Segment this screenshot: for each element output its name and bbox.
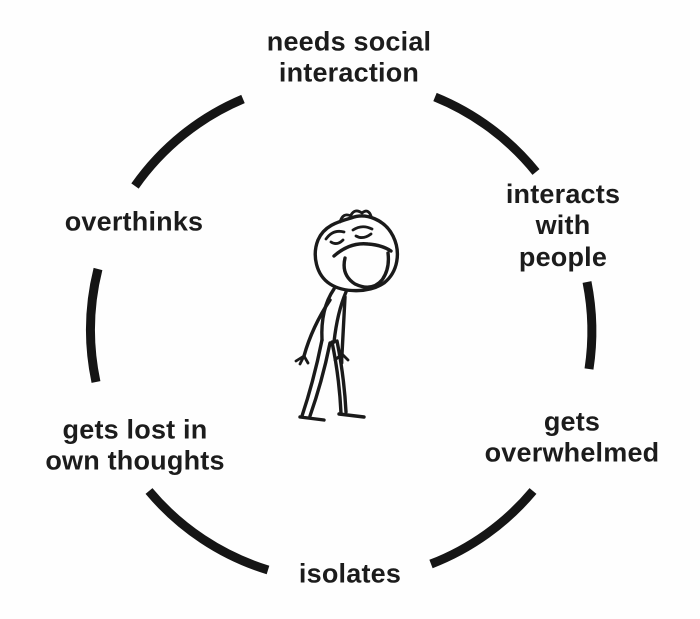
figure-head bbox=[313, 214, 400, 293]
cycle-label-gets-lost-in-own-thoughts: gets lost in own thoughts bbox=[45, 414, 225, 476]
cycle-arc-lower-left bbox=[145, 488, 270, 575]
figure-mouth bbox=[332, 242, 393, 289]
cycle-label-needs-social-interaction: needs social interaction bbox=[266, 26, 432, 88]
figure-left-hand bbox=[294, 354, 310, 366]
figure-right-arm bbox=[340, 295, 347, 356]
figure-left-foot bbox=[298, 415, 326, 422]
figure-right-foot bbox=[337, 412, 366, 419]
stick-figure bbox=[294, 209, 400, 422]
cycle-label-isolates: isolates bbox=[298, 558, 402, 589]
cycle-arc-left bbox=[86, 267, 103, 383]
figure-left-arm bbox=[302, 298, 332, 358]
cycle-arc-right bbox=[582, 281, 597, 370]
cycle-label-gets-overwhelmed: gets overwhelmed bbox=[484, 406, 660, 468]
cycle-label-overthinks: overthinks bbox=[64, 206, 204, 237]
cycle-arcs bbox=[86, 92, 597, 575]
figure-hair bbox=[338, 209, 373, 224]
cycle-arc-upper-right bbox=[433, 92, 540, 175]
figure-right-eye bbox=[351, 225, 374, 239]
cycle-label-interacts-with-people: interacts with people bbox=[505, 179, 621, 272]
cycle-arc-lower-right bbox=[429, 488, 537, 569]
figure-left-eye bbox=[324, 229, 346, 245]
cycle-arc-upper-left bbox=[131, 94, 245, 189]
figure-right-leg bbox=[330, 339, 348, 415]
figure-left-leg bbox=[300, 338, 332, 418]
